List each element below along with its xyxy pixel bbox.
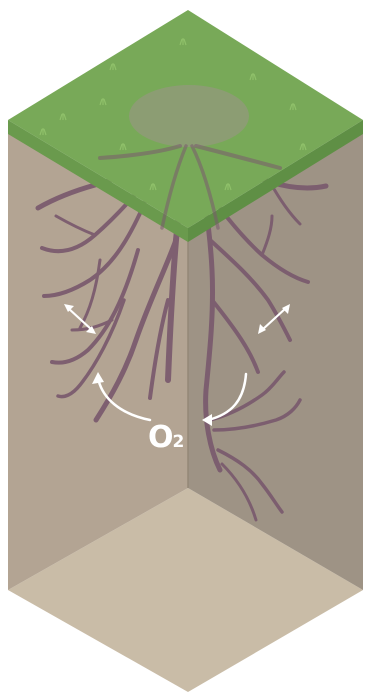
oxygen-label-sub: 2 — [173, 432, 184, 452]
oxygen-label: O2 — [148, 418, 208, 458]
tree-base-circle — [129, 85, 249, 147]
oxygen-label-main: O — [148, 420, 173, 455]
